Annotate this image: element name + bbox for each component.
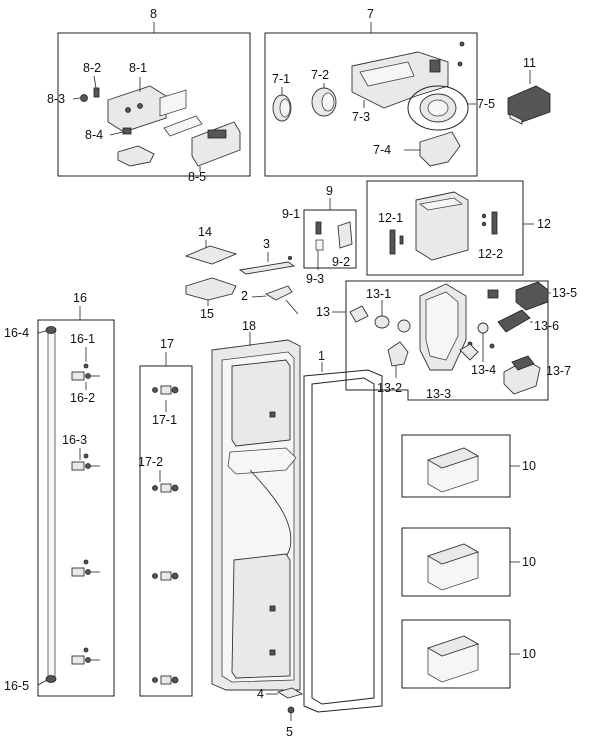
part-13-7: 13-7 xyxy=(503,355,571,395)
part-13-2: 13-2 xyxy=(377,341,409,395)
label-13-7: 13-7 xyxy=(546,364,571,378)
part-12-1: 12-1 xyxy=(378,211,404,255)
label-13-5: 13-5 xyxy=(552,286,577,300)
part-8-2: 8-2 xyxy=(83,61,101,98)
label-13-3: 13-3 xyxy=(426,387,451,401)
part-8-4: 8-4 xyxy=(85,127,132,142)
label-10-b: 10 xyxy=(522,555,536,569)
label-group-17: 17 xyxy=(160,337,174,351)
label-17-1: 17-1 xyxy=(152,413,177,427)
label-14: 14 xyxy=(198,225,212,239)
label-10-c: 10 xyxy=(522,647,536,661)
part-10-bin-c: 10 xyxy=(401,619,536,689)
part-2-lever: 2 xyxy=(241,285,299,315)
part-8-3: 8-3 xyxy=(47,92,88,106)
label-16-4: 16-4 xyxy=(4,326,29,340)
label-5: 5 xyxy=(286,725,293,739)
label-9-1: 9-1 xyxy=(282,207,300,221)
label-1: 1 xyxy=(318,349,325,363)
label-9-2: 9-2 xyxy=(332,255,350,269)
label-15: 15 xyxy=(200,307,214,321)
label-18: 18 xyxy=(242,319,256,333)
part-12-housing xyxy=(415,191,469,261)
part-1-gasket: 1 xyxy=(303,349,383,713)
label-10-a: 10 xyxy=(522,459,536,473)
part-8-5-panel: 8-5 xyxy=(117,115,241,184)
part-13-3: 13-3 xyxy=(426,343,479,401)
label-group-7: 7 xyxy=(367,7,374,21)
label-8-4: 8-4 xyxy=(85,128,103,142)
label-8-2: 8-2 xyxy=(83,61,101,75)
part-11-module: 11 xyxy=(507,56,551,125)
label-16-1: 16-1 xyxy=(70,332,95,346)
part-10-bin-a: 10 xyxy=(401,434,536,498)
part-16-screws xyxy=(71,363,100,665)
group-8-frame: 8 xyxy=(57,7,251,177)
part-5: 5 xyxy=(286,706,295,739)
part-13-small-parts xyxy=(349,289,499,349)
part-13-main-housing xyxy=(419,283,467,371)
part-3-bar: 3 xyxy=(238,237,296,275)
group-16-frame: 16 xyxy=(37,291,115,697)
label-13-1: 13-1 xyxy=(366,287,391,301)
group-13-frame: 13 xyxy=(316,280,549,401)
label-13-6: 13-6 xyxy=(534,319,559,333)
label-16-3: 16-3 xyxy=(62,433,87,447)
label-2: 2 xyxy=(241,289,248,303)
part-13-4: 13-4 xyxy=(471,322,496,377)
label-13-2: 13-2 xyxy=(377,381,402,395)
label-17-2: 17-2 xyxy=(138,455,163,469)
label-group-8: 8 xyxy=(150,7,157,21)
part-9-1: 9-1 xyxy=(282,207,322,235)
label-4: 4 xyxy=(257,687,264,701)
part-9-3: 9-3 xyxy=(306,239,324,286)
label-13-4: 13-4 xyxy=(471,363,496,377)
label-3: 3 xyxy=(263,237,270,251)
part-7-2-gear: 7-2 xyxy=(311,68,337,117)
part-18-door: 18 xyxy=(211,319,301,691)
part-8-1-bracket: 8-1 xyxy=(107,61,187,133)
label-11: 11 xyxy=(523,56,536,70)
label-8-1: 8-1 xyxy=(129,61,147,75)
label-7-2: 7-2 xyxy=(311,68,329,82)
label-7-3: 7-3 xyxy=(352,110,370,124)
label-group-12: 12 xyxy=(537,217,551,231)
part-7-1-motor: 7-1 xyxy=(272,72,292,122)
label-12-1: 12-1 xyxy=(378,211,403,225)
part-4: 4 xyxy=(257,687,304,701)
group-12-frame: 12 xyxy=(366,180,551,276)
part-9-2: 9-2 xyxy=(332,221,353,269)
part-13-6: 13-6 xyxy=(497,309,559,333)
part-16-rod xyxy=(45,326,57,683)
label-group-13: 13 xyxy=(316,305,330,319)
part-12-2: 12-2 xyxy=(478,211,503,261)
label-7-4: 7-4 xyxy=(373,143,391,157)
part-13-5: 13-5 xyxy=(515,281,577,311)
label-7-1: 7-1 xyxy=(272,72,290,86)
part-10-bin-b: 10 xyxy=(401,527,536,597)
part-7-4-chute: 7-4 xyxy=(373,131,461,167)
part-7-3-housing: 7-3 xyxy=(351,41,465,124)
group-17-frame: 17 xyxy=(139,337,193,697)
label-16-5: 16-5 xyxy=(4,679,29,693)
part-14-tray: 14 xyxy=(184,225,238,265)
label-group-16: 16 xyxy=(73,291,87,305)
label-8-3: 8-3 xyxy=(47,92,65,106)
label-9-3: 9-3 xyxy=(306,272,324,286)
label-16-2: 16-2 xyxy=(70,391,95,405)
label-group-9: 9 xyxy=(326,184,333,198)
group-7-frame: 7 xyxy=(264,7,478,177)
part-13-1: 13-1 xyxy=(366,287,391,316)
label-7-5: 7-5 xyxy=(477,97,495,111)
part-7-5-cover: 7-5 xyxy=(407,85,495,131)
part-17-hinge-pins xyxy=(152,385,179,685)
label-8-5: 8-5 xyxy=(188,170,206,184)
part-15-tray: 15 xyxy=(185,277,237,321)
label-12-2: 12-2 xyxy=(478,247,503,261)
group-9-frame: 9 xyxy=(303,184,357,269)
